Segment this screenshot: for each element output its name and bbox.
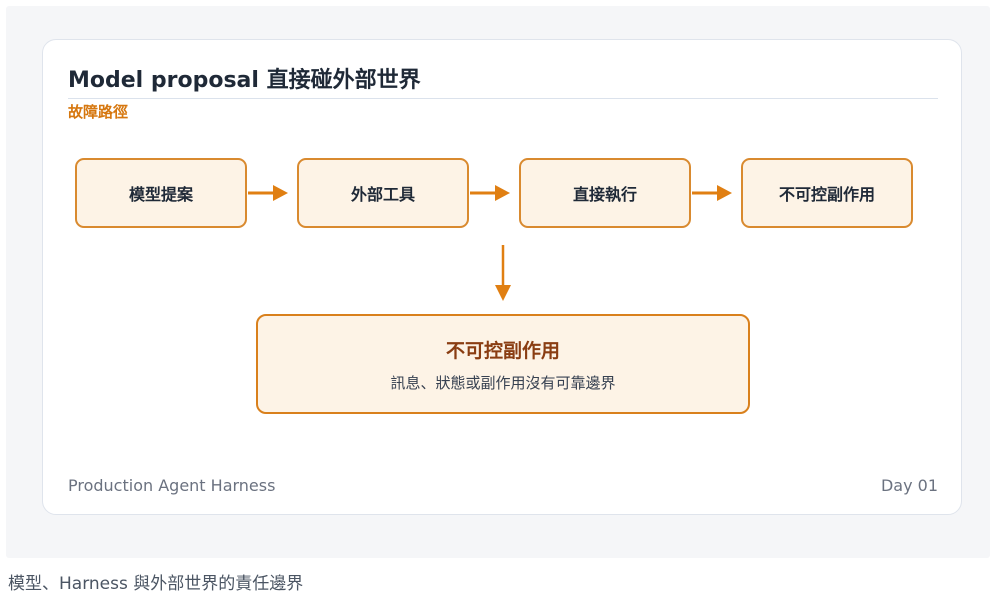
diagram-title: Model proposal 直接碰外部世界 <box>68 68 421 93</box>
outcome-title: 不可控副作用 <box>445 340 560 362</box>
arrow-down <box>495 245 511 301</box>
outcome-description: 訊息、狀態或副作用沒有可靠邊界 <box>390 374 616 392</box>
flow-step-direct-execution: 直接執行 <box>519 158 691 228</box>
outcome-box: 不可控副作用 訊息、狀態或副作用沒有可靠邊界 <box>256 314 750 414</box>
diagram-card: Model proposal 直接碰外部世界 故障路徑 模型提案 外部工具 直接… <box>42 39 962 515</box>
figure-caption: 模型、Harness 與外部世界的責任邊界 <box>8 574 304 594</box>
flow-step-label: 不可控副作用 <box>778 185 875 204</box>
diagram-subtitle: 故障路徑 <box>68 103 129 121</box>
flow-step-label: 外部工具 <box>350 185 415 204</box>
footer-day: Day 01 <box>880 476 938 495</box>
arrow-2 <box>470 185 510 201</box>
flow-step-external-tool: 外部工具 <box>297 158 469 228</box>
flow-step-label: 直接執行 <box>572 185 637 204</box>
flow-step-label: 模型提案 <box>128 185 193 204</box>
flow-arrows <box>248 185 732 301</box>
flow-step-side-effect: 不可控副作用 <box>741 158 913 228</box>
flow-step-model-proposal: 模型提案 <box>75 158 247 228</box>
figure-background: Model proposal 直接碰外部世界 故障路徑 模型提案 外部工具 直接… <box>6 6 990 558</box>
title-divider <box>68 98 938 99</box>
arrow-1 <box>248 185 288 201</box>
footer-label: Production Agent Harness <box>68 476 276 495</box>
arrow-3 <box>692 185 732 201</box>
